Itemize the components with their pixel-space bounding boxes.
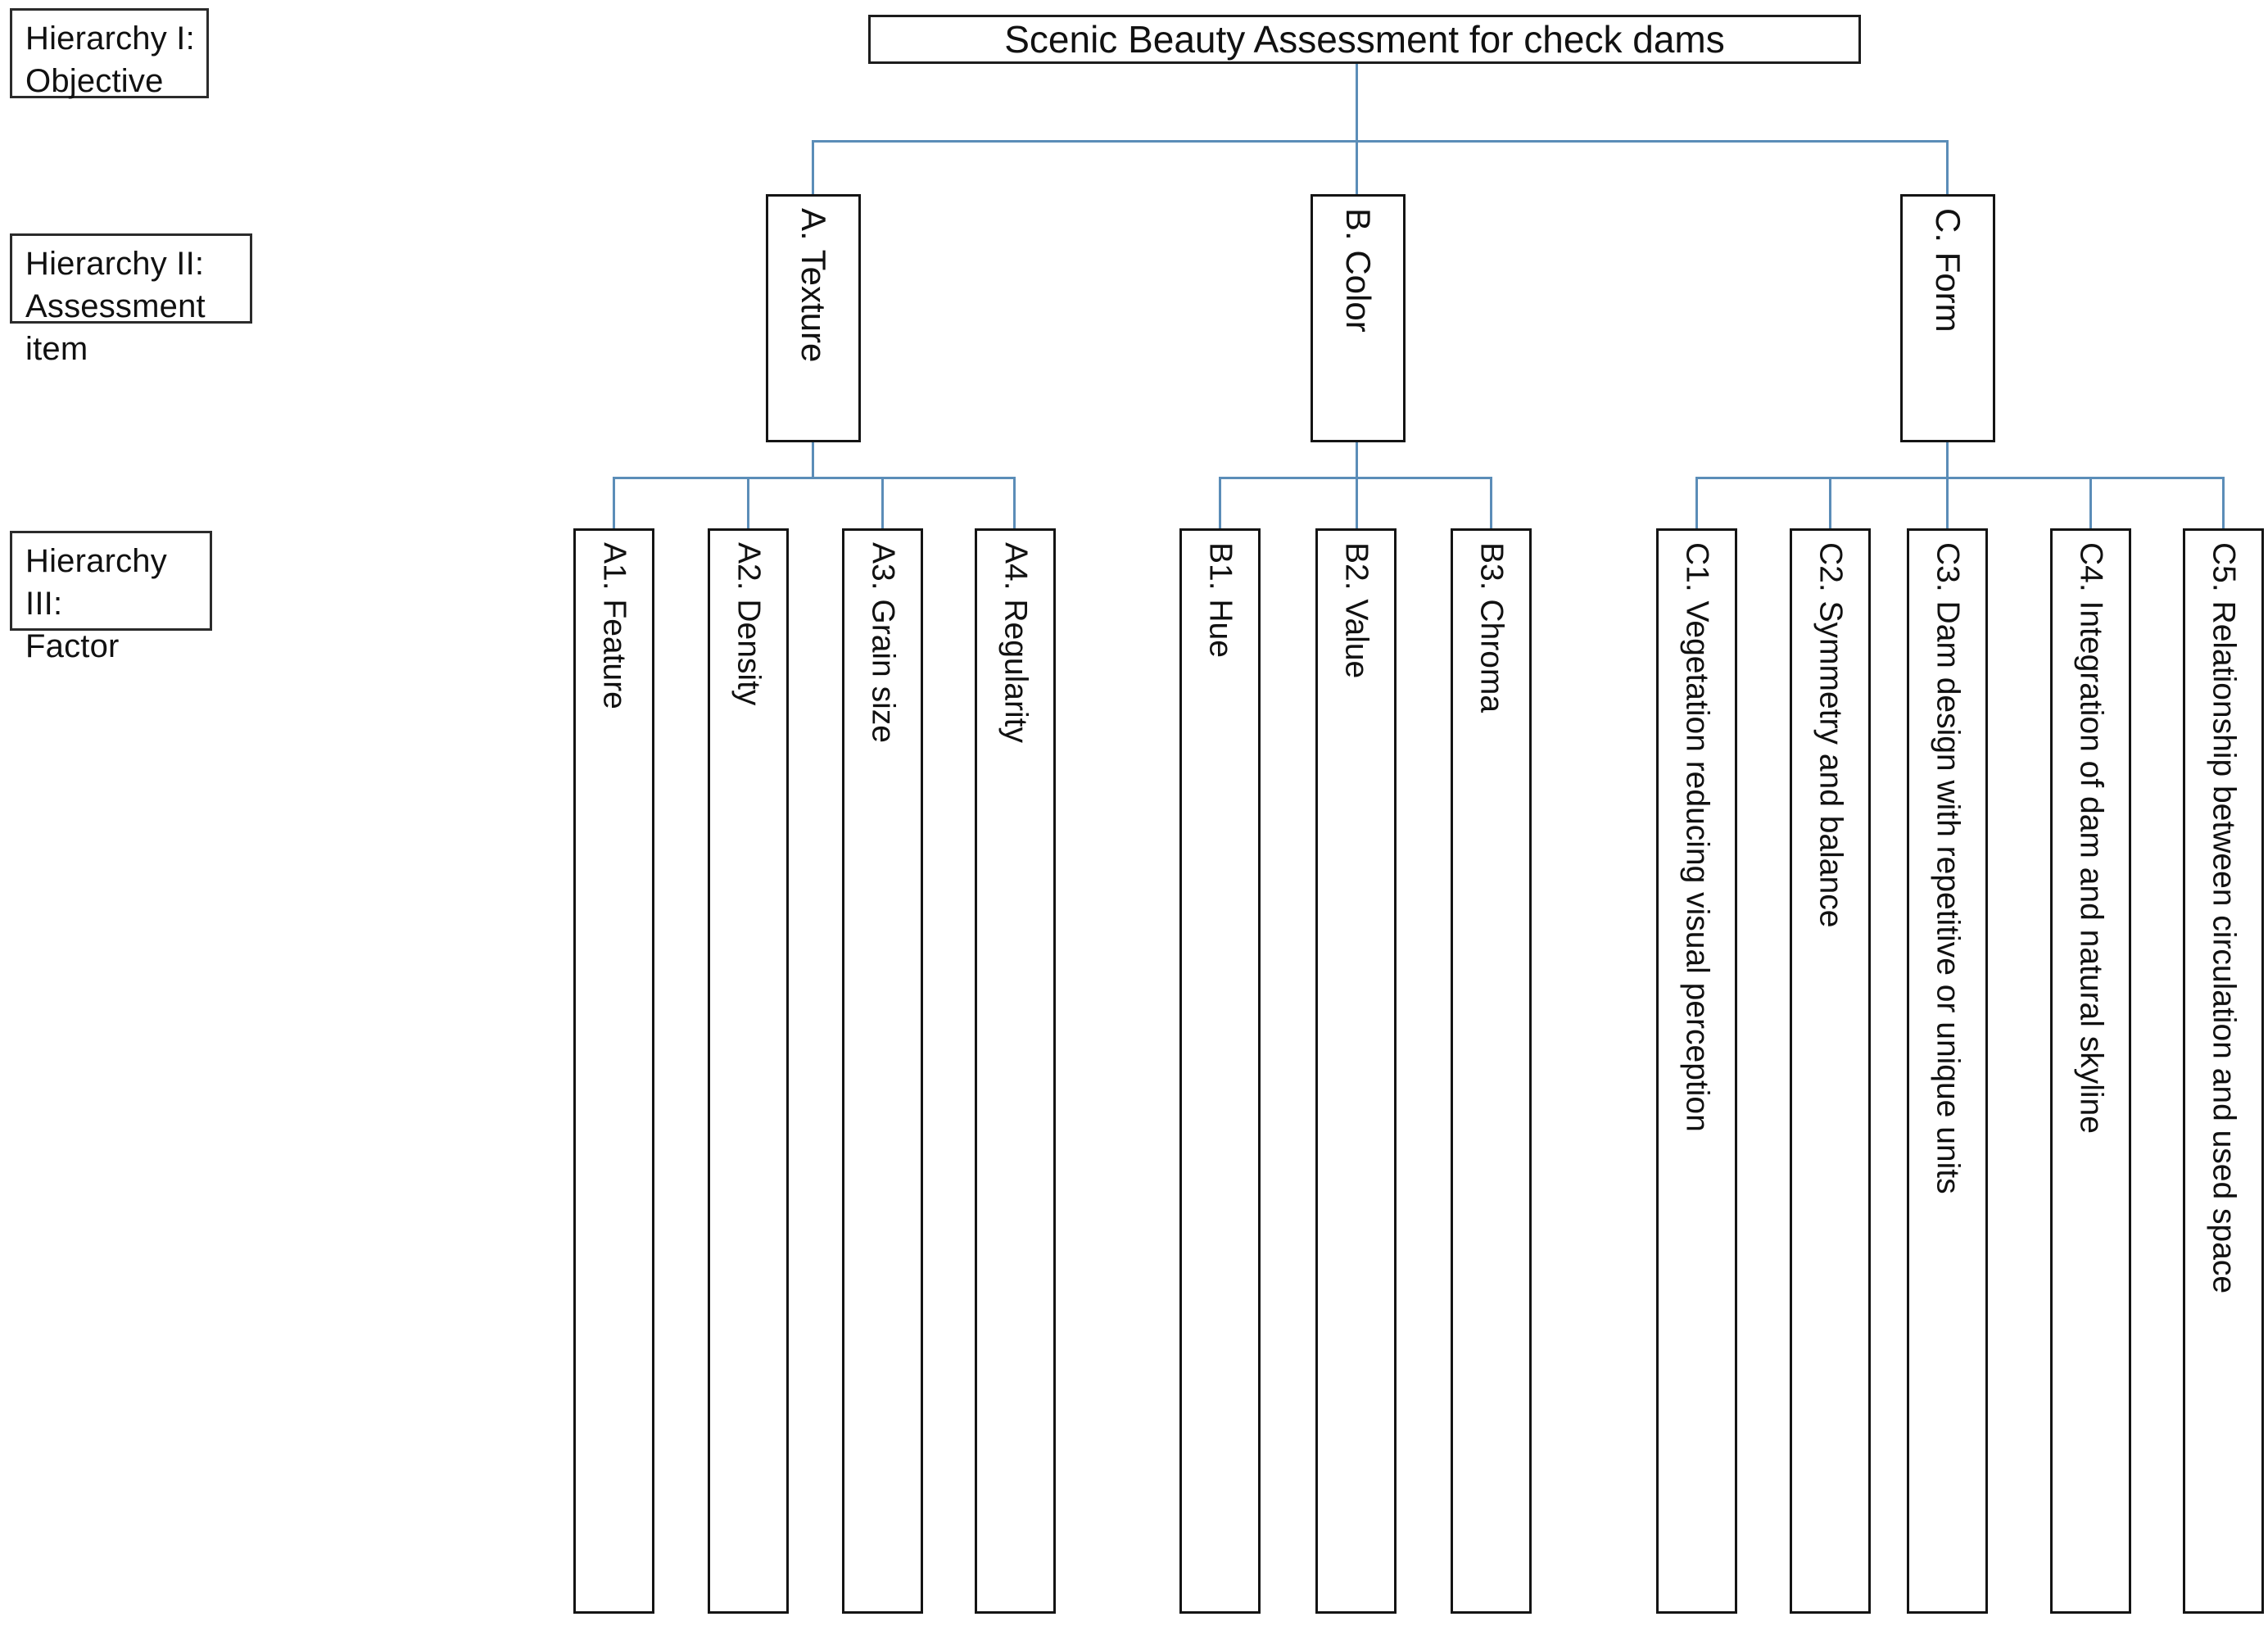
connector-to-c5 — [2222, 477, 2225, 530]
connector-to-a3 — [881, 477, 884, 530]
connector-c-bus — [1695, 477, 2225, 479]
factor-node-a2[interactable]: A2. Density — [708, 528, 789, 1614]
factor-node-a4[interactable]: A4. Regularity — [975, 528, 1056, 1614]
factor-node-c1[interactable]: C1. Vegetation reducing visual perceptio… — [1656, 528, 1737, 1614]
legend-box-hierarchy-1: Hierarchy I: Objective — [10, 8, 209, 99]
factor-label: C4. Integration of dam and natural skyli… — [2073, 542, 2108, 1134]
factor-label: C1. Vegetation reducing visual perceptio… — [1679, 542, 1714, 1132]
connector-root-stem — [1356, 64, 1358, 142]
factor-label: A3. Grain size — [865, 542, 900, 743]
connector-to-a4 — [1013, 477, 1016, 530]
connector-to-c4 — [2089, 477, 2092, 530]
legend-line-2: Objective — [25, 63, 164, 99]
factor-node-c3[interactable]: C3. Dam design with repetitive or unique… — [1907, 528, 1988, 1614]
factor-label: C5. Relationship between circulation and… — [2206, 542, 2241, 1294]
factor-node-a1[interactable]: A1. Feature — [573, 528, 654, 1614]
factor-label: C3. Dam design with repetitive or unique… — [1930, 542, 1965, 1194]
factor-label: A2. Density — [731, 542, 766, 706]
factor-label: A4. Regularity — [998, 542, 1033, 743]
connector-b-stem — [1356, 442, 1358, 478]
connector-to-a1 — [613, 477, 615, 530]
legend-box-hierarchy-3: Hierarchy III: Factor — [10, 531, 212, 664]
item-label: B. Color — [1339, 208, 1378, 333]
connector-to-c1 — [1695, 477, 1698, 530]
connector-to-b1 — [1219, 477, 1221, 530]
legend-line-2: Assessment item — [25, 288, 206, 367]
connector-to-item-b — [1356, 140, 1358, 196]
legend-line-2: Factor — [25, 628, 120, 664]
objective-node[interactable]: Scenic Beauty Assessment for check dams — [868, 15, 1861, 64]
connector-items-bus — [812, 140, 1949, 143]
connector-to-b2 — [1356, 477, 1358, 530]
objective-label: Scenic Beauty Assessment for check dams — [1004, 18, 1725, 61]
item-node-a-texture[interactable]: A. Texture — [766, 194, 861, 442]
connector-to-a2 — [747, 477, 749, 530]
connector-a-stem — [812, 442, 814, 478]
factor-label: A1. Feature — [596, 542, 632, 709]
connector-to-item-a — [812, 140, 814, 196]
legend-line-1: Hierarchy III: — [25, 543, 167, 622]
item-label: C. Form — [1929, 208, 1967, 333]
factor-node-c2[interactable]: C2. Symmetry and balance — [1790, 528, 1871, 1614]
factor-node-b3[interactable]: B3. Chroma — [1451, 528, 1532, 1614]
connector-c-stem — [1946, 442, 1949, 478]
item-label: A. Texture — [794, 208, 833, 363]
factor-node-c5[interactable]: C5. Relationship between circulation and… — [2183, 528, 2264, 1614]
factor-label: B3. Chroma — [1474, 542, 1509, 713]
connector-to-c2 — [1829, 477, 1831, 530]
factor-label: C2. Symmetry and balance — [1813, 542, 1848, 928]
factor-label: B2. Value — [1338, 542, 1374, 679]
factor-node-c4[interactable]: C4. Integration of dam and natural skyli… — [2050, 528, 2131, 1614]
factor-label: B1. Hue — [1202, 542, 1238, 658]
legend-box-hierarchy-2: Hierarchy II: Assessment item — [10, 233, 252, 367]
factor-node-a3[interactable]: A3. Grain size — [842, 528, 923, 1614]
item-node-c-form[interactable]: C. Form — [1900, 194, 1995, 442]
connector-to-c3 — [1946, 477, 1949, 530]
factor-node-b2[interactable]: B2. Value — [1315, 528, 1397, 1614]
connector-a-bus — [613, 477, 1016, 479]
item-node-b-color[interactable]: B. Color — [1311, 194, 1406, 442]
legend-line-1: Hierarchy I: — [25, 20, 195, 57]
legend-line-1: Hierarchy II: — [25, 246, 205, 282]
connector-to-item-c — [1946, 140, 1949, 196]
connector-to-b3 — [1490, 477, 1492, 530]
factor-node-b1[interactable]: B1. Hue — [1179, 528, 1261, 1614]
